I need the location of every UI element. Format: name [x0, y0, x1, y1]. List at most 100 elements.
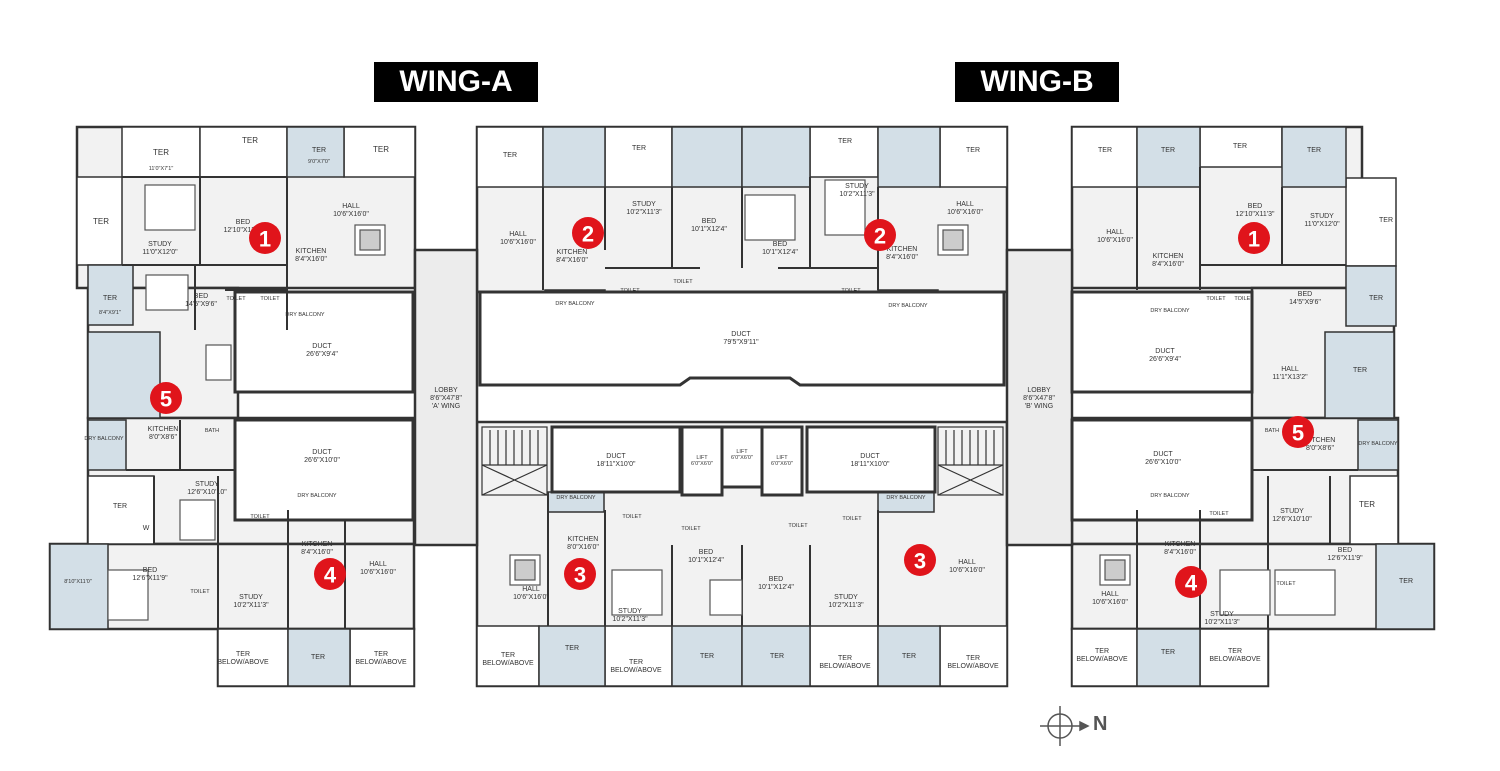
room-label: TER — [632, 145, 646, 152]
room-label: TER — [1098, 147, 1112, 154]
room-label: TER — [770, 653, 784, 660]
room-label: TER — [565, 645, 579, 652]
room-label: 9'0"X7'0" — [308, 159, 330, 165]
unit-marker-4: 4 — [314, 558, 346, 590]
room-label: TER — [311, 654, 325, 661]
room-label: DRY BALCONY — [888, 303, 928, 309]
room-label: TER — [1399, 578, 1413, 585]
unit-marker-number: 3 — [914, 549, 926, 574]
unit-marker-5: 5 — [150, 382, 182, 414]
unit-marker-1: 1 — [1238, 222, 1270, 254]
room-label: TER — [1369, 295, 1383, 302]
room-label: TOILET — [1209, 511, 1229, 517]
room-label: TER — [103, 295, 117, 302]
room-label: BATH — [1265, 428, 1279, 434]
furniture — [107, 179, 1336, 621]
room-label: TOILET — [1276, 581, 1296, 587]
room-label: DRY BALCONY — [556, 495, 596, 501]
unit-marker-circle — [904, 544, 936, 576]
room-label: TOILET — [620, 288, 640, 294]
unit-marker-number: 5 — [1292, 421, 1304, 446]
ducts — [233, 290, 1254, 522]
room-label: 8'10"X11'0" — [64, 579, 92, 585]
unit-marker-number: 1 — [1248, 227, 1260, 252]
room-label: TER — [1233, 143, 1247, 150]
unit-marker-3: 3 — [564, 558, 596, 590]
room-label: 11'0"X7'1" — [149, 166, 174, 172]
unit-marker-circle — [572, 217, 604, 249]
unit-marker-circle — [1238, 222, 1270, 254]
unit-marker-5: 5 — [1282, 416, 1314, 448]
room-label: TOILET — [681, 526, 701, 532]
unit-marker-number: 2 — [582, 222, 594, 247]
unit-marker-2: 2 — [864, 219, 896, 251]
room-label: TOILET — [250, 514, 270, 520]
room-label: TOILET — [842, 516, 862, 522]
unit-marker-circle — [249, 222, 281, 254]
unit-marker-1: 1 — [249, 222, 281, 254]
blue-terraces — [49, 126, 1435, 687]
room-label: DRY BALCONY — [1358, 441, 1398, 447]
unit-marker-circle — [1175, 566, 1207, 598]
room-label: W — [143, 525, 150, 532]
unit-marker-circle — [1282, 416, 1314, 448]
unit-marker-number: 2 — [874, 224, 886, 249]
room-label: TER — [153, 148, 169, 157]
stairs — [481, 426, 1004, 496]
room-label: TER — [373, 145, 389, 154]
room-label: TER — [1379, 217, 1393, 224]
compass-north-label: N — [1093, 713, 1108, 735]
room-label: BATH — [205, 428, 219, 434]
room-label: TOILET — [226, 296, 246, 302]
room-label: TOILET — [841, 288, 861, 294]
room-label: DRY BALCONY — [886, 495, 926, 501]
unit-marker-4: 4 — [1175, 566, 1207, 598]
unit-marker-circle — [150, 382, 182, 414]
wing-a-label: WING-A — [374, 62, 538, 102]
room-label: TER — [1359, 500, 1375, 509]
room-label: TOILET — [260, 296, 280, 302]
room-labels: TER 11'0"X7'1" TER TER 9'0"X7'0" TER TER TER 8'4… — [64, 136, 1413, 674]
room-label: 8'4"X9'1" — [99, 310, 121, 316]
room-label: TER — [966, 147, 980, 154]
unit-marker-2: 2 — [572, 217, 604, 249]
unit-markers: 1 2 2 1 5 5 4 3 3 4 — [150, 217, 1314, 598]
